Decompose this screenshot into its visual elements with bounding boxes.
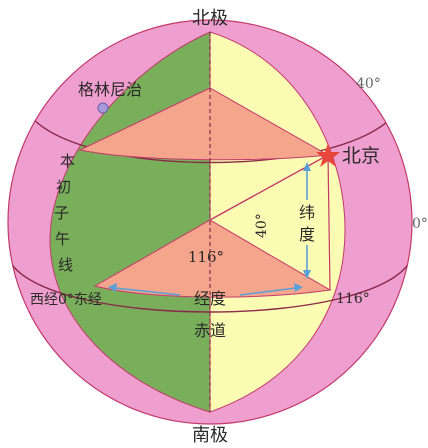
equator-label: 赤道	[194, 321, 226, 340]
greenwich-dot	[97, 102, 109, 114]
prime-meridian-char-5: 线	[58, 256, 73, 274]
longitude-arrow-left	[114, 287, 181, 296]
latitude-char-1: 纬	[299, 203, 315, 222]
latitude-char-2: 度	[299, 225, 315, 244]
prime-meridian-char-3: 子	[54, 204, 69, 222]
lat-40-edge-label: 40°	[356, 76, 381, 92]
prime-meridian-char-4: 午	[55, 230, 70, 248]
greenwich-label: 格林尼治	[78, 80, 142, 99]
lat-0-edge-label: 0°	[412, 216, 428, 232]
north-pole-label: 北极	[192, 8, 228, 29]
longitude-label: 经度	[194, 289, 226, 308]
equator-line	[8, 257, 412, 313]
south-pole-label: 南极	[192, 425, 228, 446]
lower-salmon-wedge	[93, 219, 332, 298]
prime-meridian-char-2: 初	[56, 178, 71, 196]
angle-116-center: 116°	[188, 248, 224, 266]
angle-116-edge: 116°	[336, 291, 370, 307]
west-east-label: 西经0°东经	[30, 292, 102, 308]
prime-meridian-char-1: 本	[60, 152, 75, 170]
beijing-vertical	[327, 154, 331, 291]
angle-40-inner: 40°	[254, 213, 270, 238]
longitude-arrow-right	[239, 287, 297, 296]
latitude-40-circle	[25, 109, 399, 164]
beijing-label: 北京	[342, 145, 380, 167]
beijing-star-icon	[316, 143, 340, 167]
